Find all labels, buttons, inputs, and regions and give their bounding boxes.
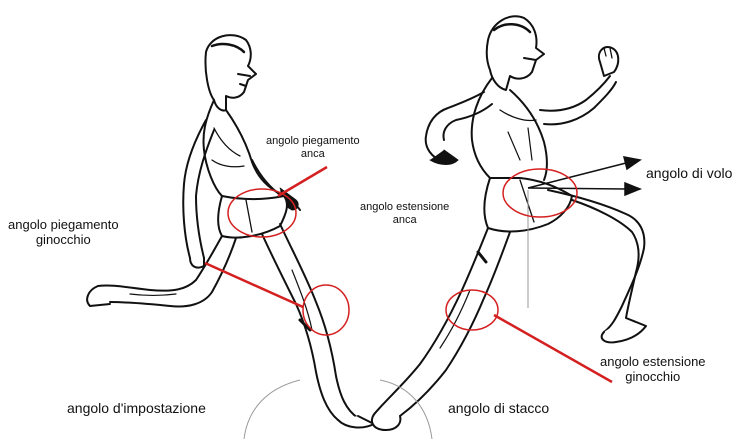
label-hip-flexion-line1: angolo piegamento <box>266 135 360 148</box>
label-hip-extension: angolo estensione anca <box>360 201 449 226</box>
label-setting-angle: angolo d'impostazione <box>67 400 206 416</box>
right-knee-pointer <box>494 315 612 382</box>
label-knee-flexion-line1: angolo piegamento <box>8 218 119 233</box>
label-hip-extension-line1: angolo estensione <box>360 201 449 214</box>
setting-angle-arc <box>244 380 300 439</box>
label-hip-extension-line2: anca <box>360 214 449 227</box>
label-hip-flexion: angolo piegamento anca <box>266 135 360 160</box>
label-knee-flexion: angolo piegamento ginocchio <box>8 218 119 248</box>
label-knee-extension: angolo estensione ginocchio <box>600 355 706 385</box>
label-flight-angle: angolo di volo <box>646 165 732 181</box>
left-runner-figure <box>87 35 374 427</box>
left-hip-pointer <box>278 167 327 196</box>
label-knee-flexion-line2: ginocchio <box>8 233 119 248</box>
label-takeoff-angle: angolo di stacco <box>448 400 549 416</box>
label-knee-extension-line2: ginocchio <box>600 370 706 385</box>
left-knee-pointer <box>205 263 303 307</box>
label-knee-extension-line1: angolo estensione <box>600 355 706 370</box>
label-hip-flexion-line2: anca <box>266 148 360 161</box>
